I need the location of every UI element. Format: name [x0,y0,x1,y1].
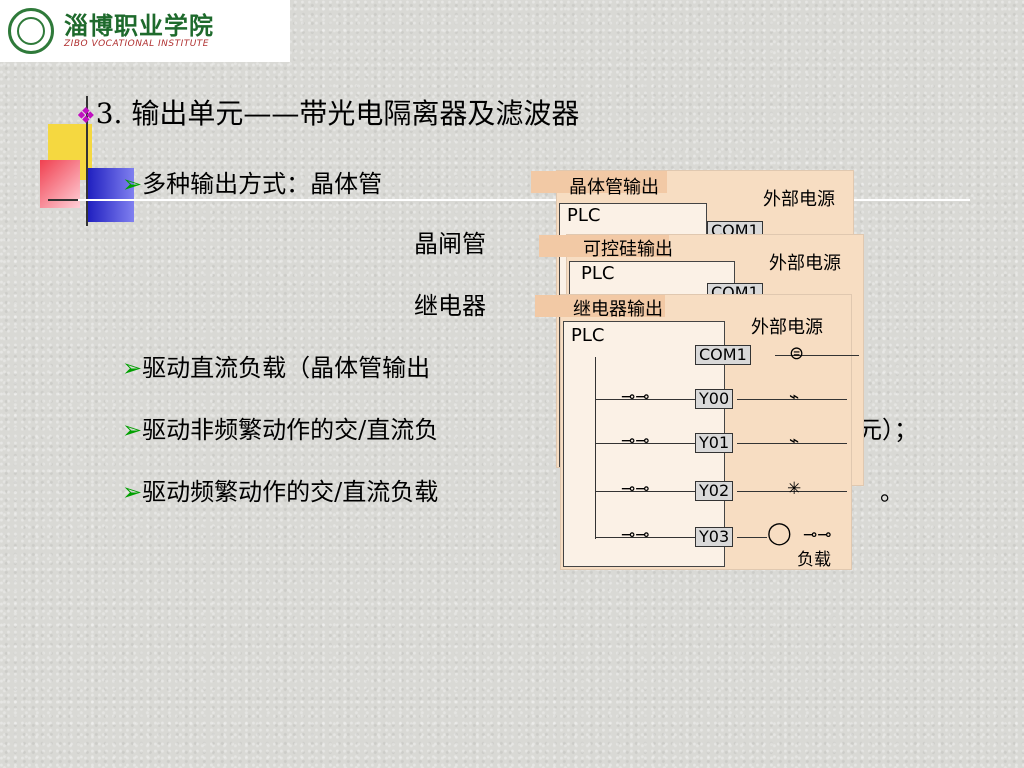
switch-icon: ⊸⊸ [803,525,832,545]
load-wire-y03 [737,537,767,538]
arrow-bullet-icon: ➢ [122,170,143,198]
load-wire-y01 [737,443,847,444]
plc-label: PLC [567,205,601,226]
diagram-tab [535,295,665,317]
lamp-icon: ✳ [787,479,802,499]
external-power-label: 外部电源 [763,189,835,210]
terminal-y00: Y00 [695,389,734,409]
plc-label: PLC [581,263,615,284]
load-wire-y00 [737,399,847,400]
arrow-bullet-icon: ➢ [122,354,143,382]
bullet-text: 驱动直流负载（晶体管输出 [142,354,431,382]
arrow-bullet-icon: ➢ [122,416,143,444]
logo-english-name: ZIBO VOCATIONAL INSTITUTE [64,39,209,49]
diagram-title: 可控硅输出 [583,239,673,260]
arrow-bullet-icon: ➢ [122,478,143,506]
title-underline [78,199,970,201]
logo-chinese-name: 淄博职业学院 [64,11,214,40]
bullet-nonfrequent: ➢驱动非频繁动作的交/直流负 [122,410,438,445]
plc-label: PLC [571,325,605,346]
slide-title: ❖3. 输出单元——带光电隔离器及滤波器 [76,92,579,132]
mode-relay: 继电器 [414,292,486,320]
com-terminal: COM1 [695,345,751,365]
decor-horizontal-line [48,199,88,201]
bullet-frequent: ➢驱动频繁动作的交/直流负载 [122,472,438,507]
diagram-title: 晶体管输出 [569,177,659,198]
terminal-y03: Y03 [695,527,734,547]
diagram-relay-output: 继电器输出 外部电源 PLC ⊸⊸ ⊸⊸ ⊸⊸ ⊸⊸ COM1 Y00 Y01 … [535,294,859,570]
bullet-text: 驱动非频繁动作的交/直流负 [142,416,439,444]
terminal-y02: Y02 [695,481,734,501]
school-logo: 淄博职业学院 ZIBO VOCATIONAL INSTITUTE [0,0,290,62]
bullet-text: 驱动频繁动作的交/直流负载 [142,478,439,506]
mode-thyristor: 晶闸管 [414,230,486,258]
contact-icon: ⊸⊸ [621,479,650,499]
diagram-title: 继电器输出 [573,299,663,320]
decor-blue-square [88,168,134,222]
wire-y01 [595,443,695,444]
coil-icon: ⌁ [789,387,800,407]
contact-icon: ⊸⊸ [621,431,650,451]
bullet-dc-load: ➢驱动直流负载（晶体管输出 [122,348,430,383]
terminal-y01: Y01 [695,433,734,453]
ac-source-icon: ⊜ [789,343,805,364]
power-wire [775,355,859,356]
contact-icon: ⊸⊸ [621,387,650,407]
title-text: 3. 输出单元——带光电隔离器及滤波器 [95,97,580,130]
bullet-output-modes: ➢多种输出方式：晶体管 [122,164,382,199]
load-wire-y02 [737,491,847,492]
bullet-frequent-tail: 。 [880,478,904,506]
external-power-label: 外部电源 [769,253,841,274]
diagram-tab [539,235,669,257]
diagram-tab [531,171,667,193]
common-wire [595,357,596,539]
load-label: 负载 [797,550,831,570]
wire-y03 [595,537,695,538]
bullet-text: 多种输出方式：晶体管 [142,170,383,198]
school-seal-icon [8,8,54,54]
motor-icon: ◯ [767,521,792,546]
contact-icon: ⊸⊸ [621,525,650,545]
wire-y02 [595,491,695,492]
wire-y00 [595,399,695,400]
coil-icon: ⌁ [789,431,800,451]
title-bullet-icon: ❖ [76,104,96,129]
external-power-label: 外部电源 [751,317,823,338]
bullet-nonfrequent-tail: 元）； [858,416,918,444]
decor-vertical-line [86,96,88,226]
